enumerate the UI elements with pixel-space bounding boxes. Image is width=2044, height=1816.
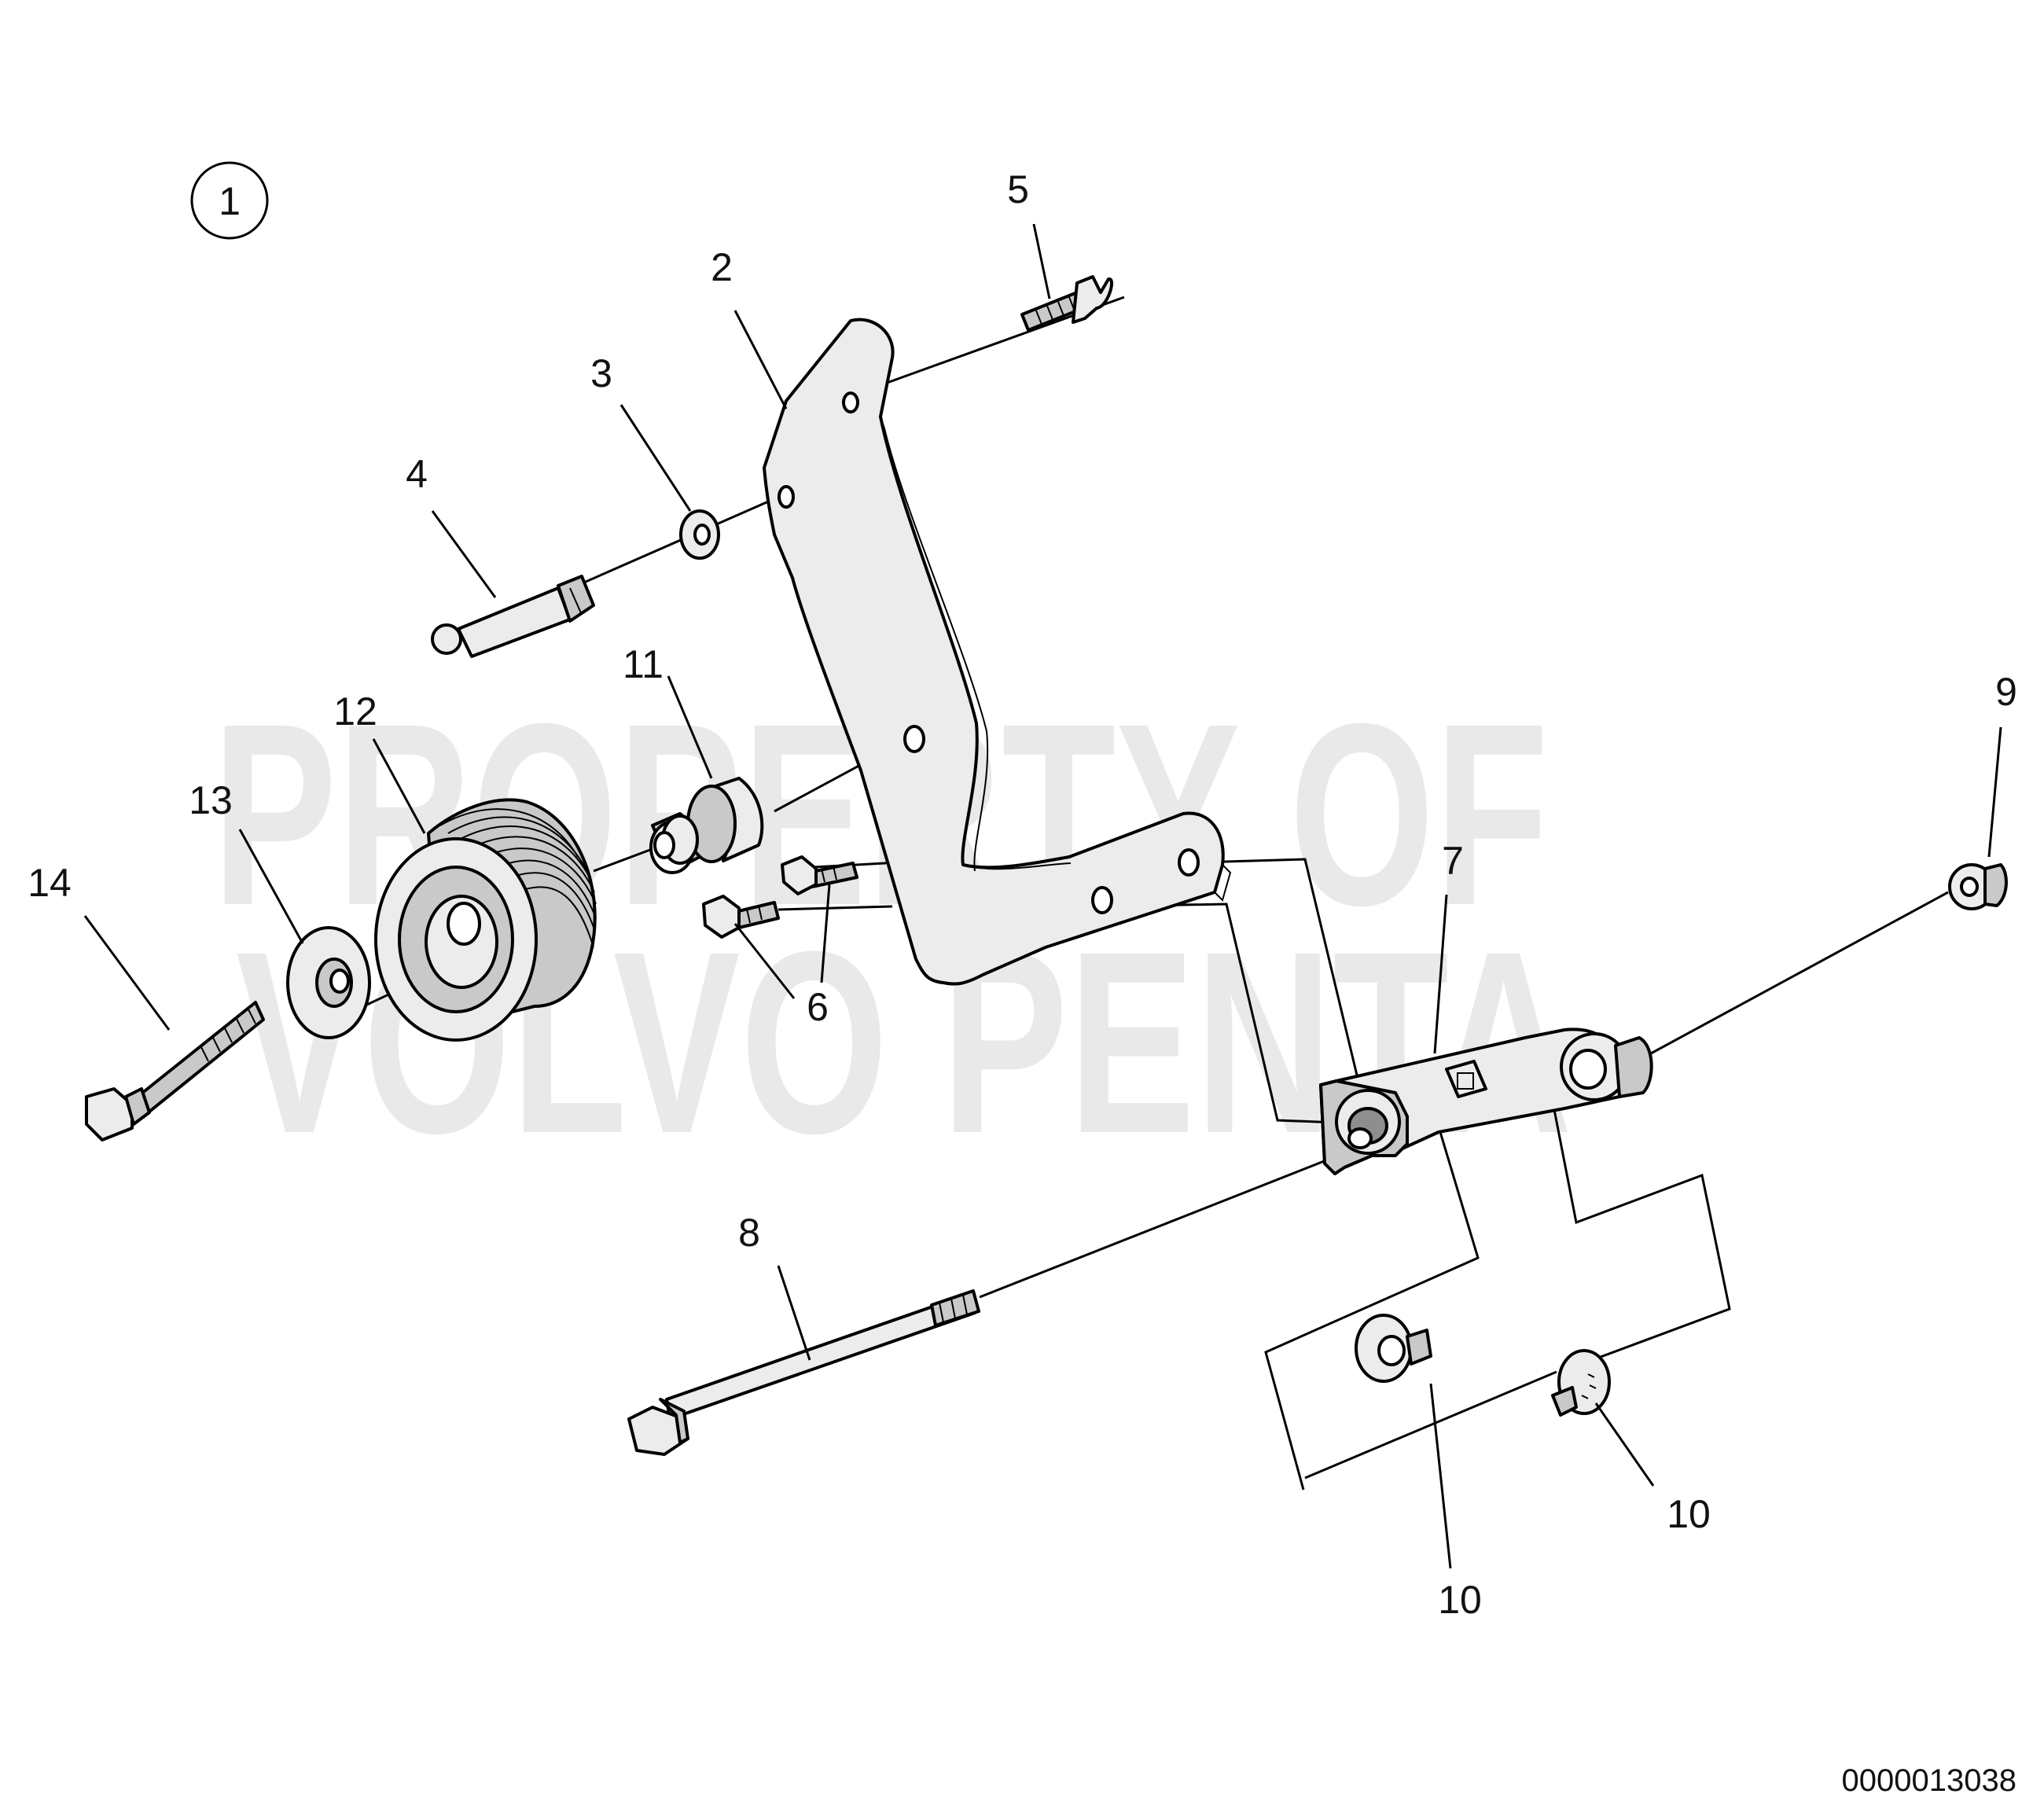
callout-10-lower: 10 xyxy=(1438,1578,1482,1622)
figure-number-badge: 1 xyxy=(190,161,269,240)
callout-7: 7 xyxy=(1442,839,1464,883)
washer-part-3 xyxy=(679,509,720,560)
callout-13: 13 xyxy=(189,778,233,822)
bolt-part-5 xyxy=(1020,275,1113,332)
spacer-part-11 xyxy=(649,777,764,874)
long-bolt-part-8 xyxy=(627,1289,980,1456)
callout-2: 2 xyxy=(711,245,733,289)
callout-12: 12 xyxy=(333,689,377,733)
pin-part-4 xyxy=(431,575,595,658)
rivet-nut-part-10-upper xyxy=(1551,1349,1611,1417)
callout-11: 11 xyxy=(623,642,664,686)
callout-8: 8 xyxy=(738,1211,760,1255)
washer-part-13 xyxy=(286,926,371,1039)
callout-5: 5 xyxy=(1007,167,1029,211)
callout-10-right: 10 xyxy=(1667,1492,1711,1536)
callout-4: 4 xyxy=(406,452,428,496)
callout-9: 9 xyxy=(1995,670,2017,714)
bolts-part-6 xyxy=(702,855,858,939)
bracket-part-2 xyxy=(763,318,1232,986)
bolt-part-14 xyxy=(85,1001,265,1141)
callout-labels: 2 3 4 5 6 7 8 9 10 10 11 12 13 14 xyxy=(28,167,2017,1622)
flange-nut-part-10-lower xyxy=(1355,1314,1432,1383)
nut-part-9 xyxy=(1948,863,2008,910)
figure-number: 1 xyxy=(219,179,241,223)
tensioner-arm-part-7 xyxy=(1319,1027,1653,1175)
callout-14: 14 xyxy=(28,861,72,905)
callout-3: 3 xyxy=(590,351,612,395)
pulley-part-12 xyxy=(374,798,597,1042)
document-id: 0000013038 xyxy=(1842,1763,2016,1798)
leader-lines xyxy=(83,223,2002,1569)
callout-6: 6 xyxy=(807,985,829,1029)
